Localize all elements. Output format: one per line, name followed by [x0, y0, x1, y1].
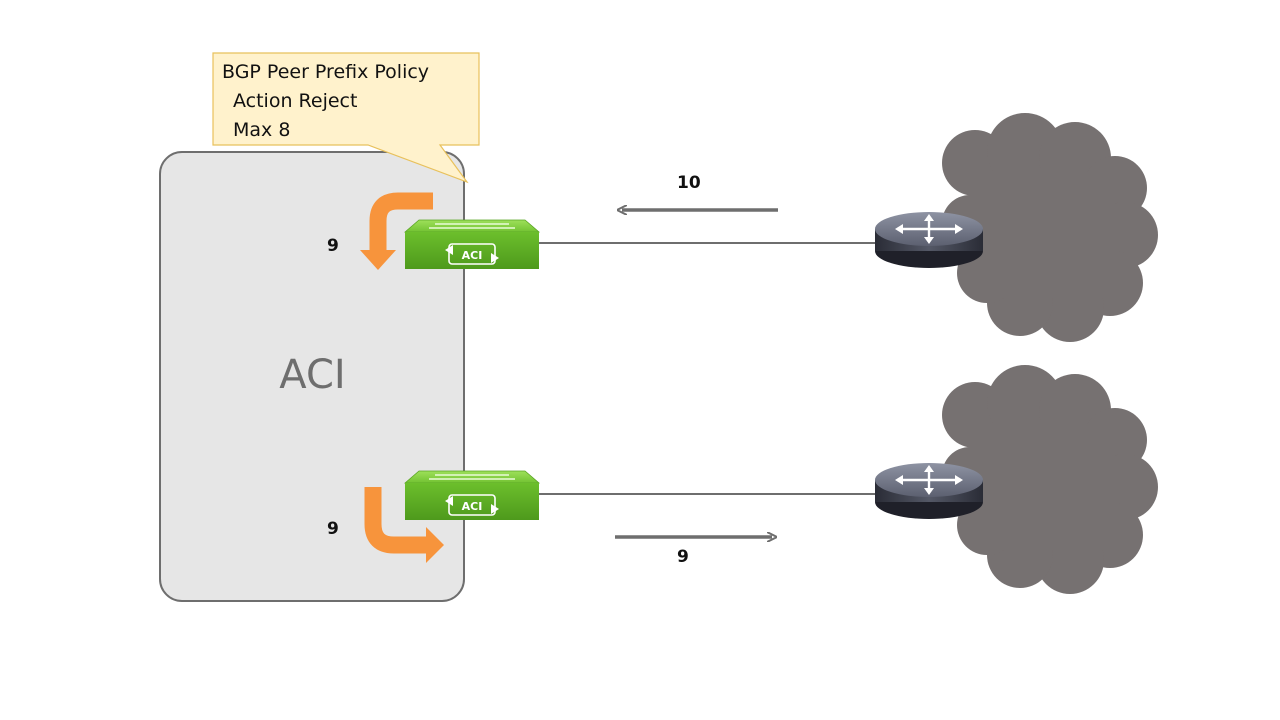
lower-switch-label: ACI — [462, 500, 483, 513]
lower-internal-count: 9 — [327, 519, 339, 539]
lower-advertised-count: 9 — [677, 547, 689, 567]
callout-title: BGP Peer Prefix Policy — [222, 61, 430, 83]
fabric-label: ACI — [279, 352, 346, 398]
lower-internal-flow-arrow — [364, 487, 444, 563]
aci-fabric-box — [159, 151, 465, 602]
upper-received-count: 10 — [677, 173, 701, 193]
callout-max: Max 8 — [233, 119, 291, 141]
upper-router — [873, 210, 985, 270]
upper-switch-label: ACI — [462, 249, 483, 262]
callout-action: Action Reject — [233, 90, 358, 112]
policy-callout-shape — [212, 52, 480, 184]
lower-router — [873, 461, 985, 521]
upper-internal-count: 9 — [327, 236, 339, 256]
policy-callout: BGP Peer Prefix Policy Action Reject Max… — [213, 53, 479, 145]
upper-internal-flow-arrow — [360, 192, 433, 270]
